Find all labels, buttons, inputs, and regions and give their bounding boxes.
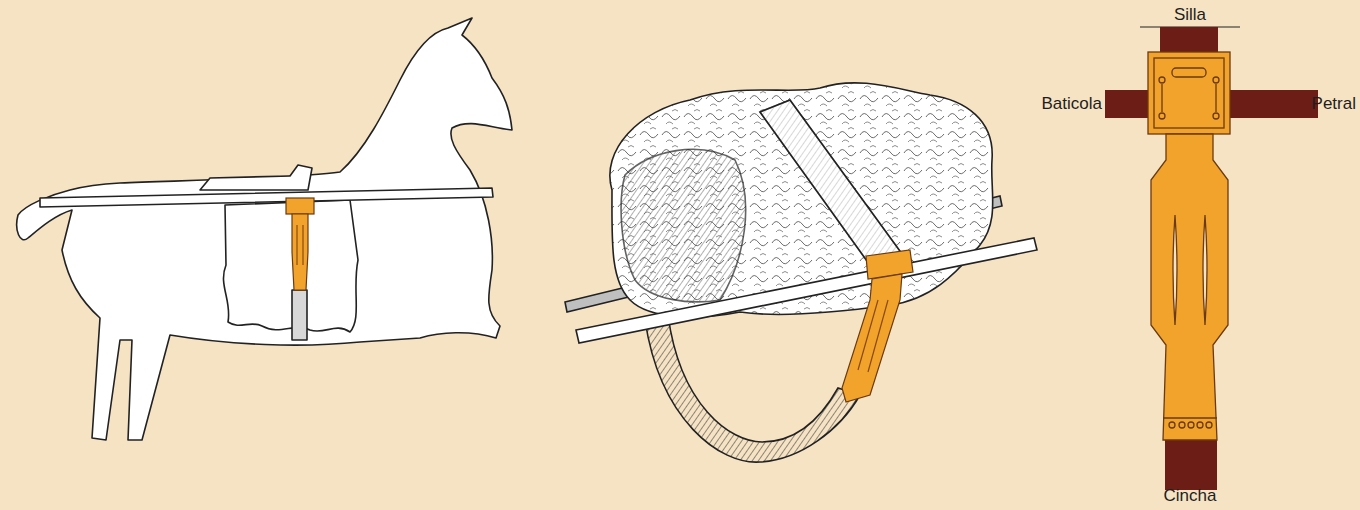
saddle-figure (565, 83, 1037, 462)
part-label: Silla (1174, 6, 1206, 25)
part-label: Baticola (1042, 95, 1102, 114)
girth-buckle (286, 198, 314, 290)
buckle-detail (1105, 27, 1318, 490)
part-label: Petral (1312, 95, 1356, 114)
horse-figure (17, 18, 512, 440)
girth-buckle (842, 250, 913, 402)
part-label: Cincha (1164, 487, 1217, 506)
